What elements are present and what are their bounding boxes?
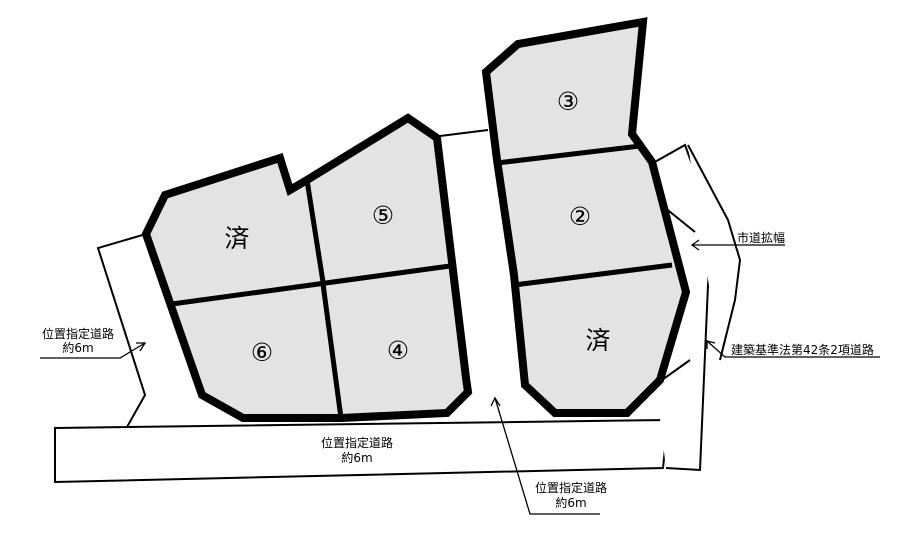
left-road-label-line1: 位置指定道路 [42, 326, 114, 341]
article42-road-arrowhead [706, 340, 716, 349]
city-road-widening-arrowhead [690, 239, 700, 251]
middle-road-label-line1: 位置指定道路 [535, 480, 607, 495]
lot-label-5: ⑤ [372, 201, 394, 230]
left-road-edge [96, 233, 147, 428]
bottom-road-label-line1: 位置指定道路 [321, 435, 393, 450]
lot-label-4: ④ [387, 336, 409, 365]
lot-label-sold-left: 済 [224, 224, 249, 253]
lot-label-2: ② [569, 202, 591, 231]
article42-road-label: 建築基準法第42条2項道路 [731, 342, 874, 357]
left-block-divider-horizontal [171, 263, 451, 307]
left-block-divider-vertical-bottom [320, 283, 344, 419]
left-road-leader [40, 342, 146, 359]
middle-road-leader [494, 397, 600, 515]
right-block-divider-bottom [513, 262, 673, 288]
left-road-label-line2: 約6m [62, 340, 93, 355]
bottom-road-label-line2: 約6m [341, 450, 372, 465]
middle-road-top-edge [439, 129, 489, 137]
right-lot-block [481, 17, 691, 417]
left-road-arrowhead [136, 342, 147, 352]
middle-road-arrowhead [490, 396, 501, 407]
lot-label-6: ⑥ [251, 338, 273, 367]
lot-label-3: ③ [557, 87, 579, 116]
bottom-road [54, 418, 670, 484]
right-block-divider-top [496, 143, 641, 166]
city-road-widening-label: 市道拡幅 [737, 230, 785, 245]
lot-label-sold-right: 済 [585, 326, 610, 355]
left-block-divider-vertical-top [304, 179, 326, 283]
article42-road-edge [687, 144, 742, 361]
article42-road-leader [706, 340, 880, 358]
middle-road-label-line2: 約6m [555, 495, 586, 510]
left-lot-block [141, 113, 473, 422]
